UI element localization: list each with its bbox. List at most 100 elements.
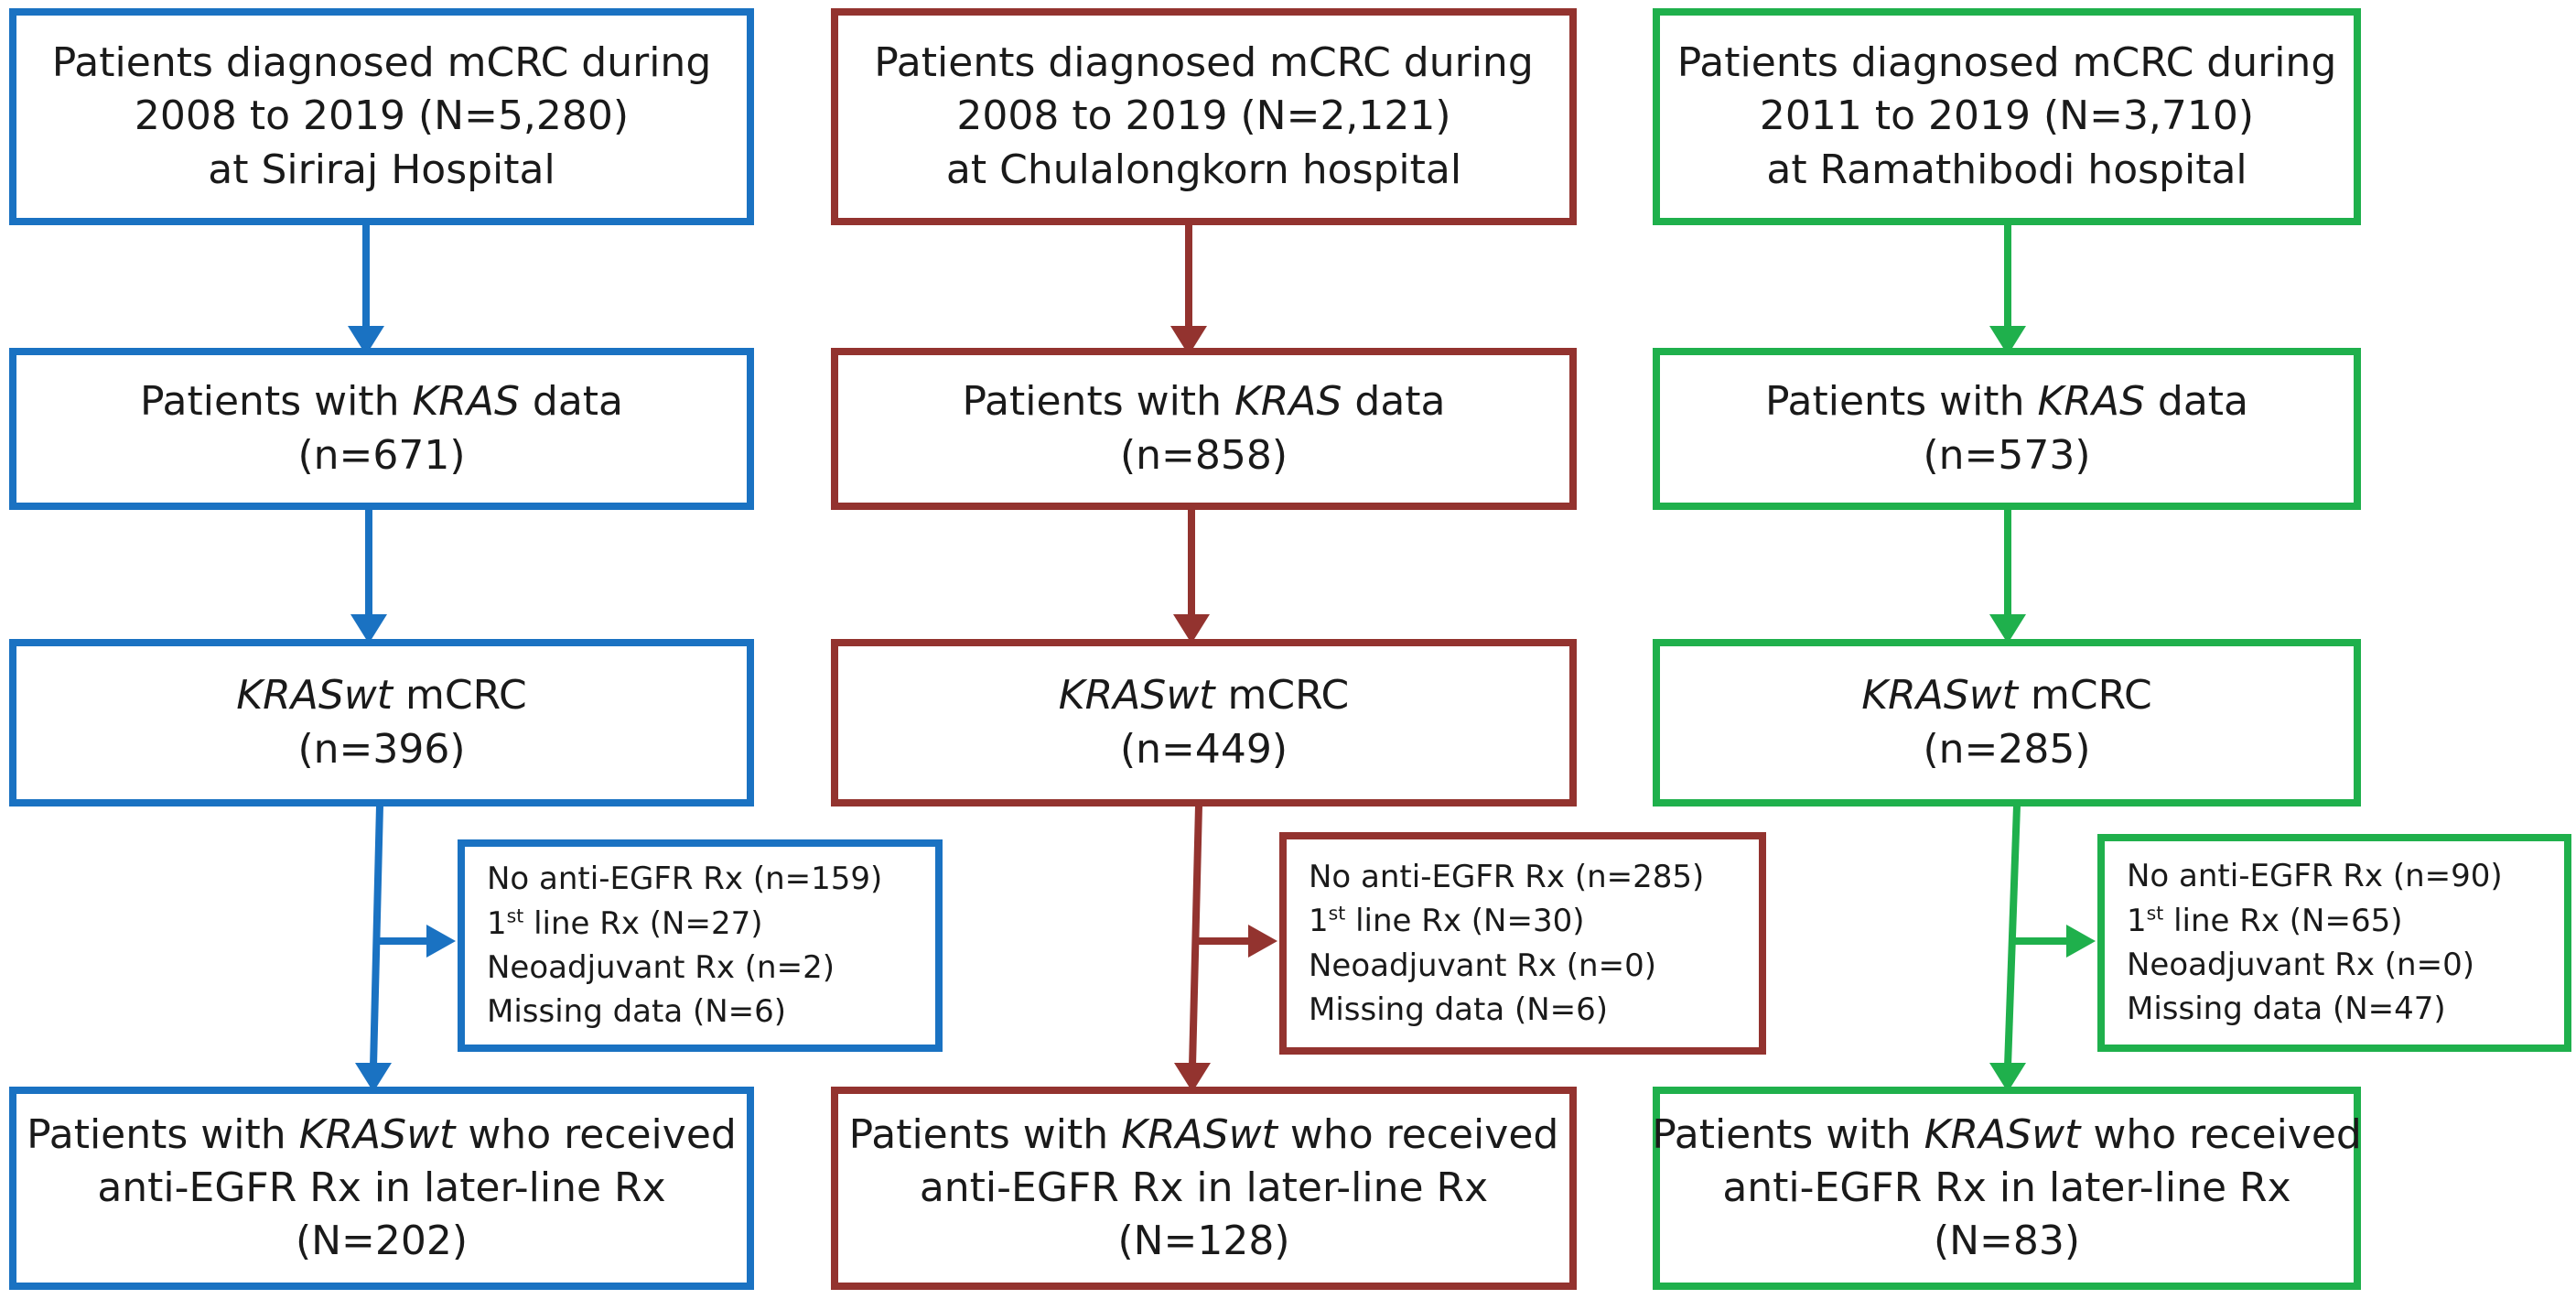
arrowhead	[1248, 925, 1277, 958]
final-suffix: who received	[1277, 1110, 1559, 1158]
final-prefix: Patients with	[1652, 1110, 1924, 1158]
arrowhead	[1170, 326, 1207, 355]
exclusion-item: Missing data (N=47)	[2127, 990, 2446, 1028]
kras-prefix: Patients with	[962, 378, 1234, 426]
rama-excluded-box: No anti-EGFR Rx (n=90) 1st line Rx (N=65…	[2097, 834, 2571, 1052]
ordinal-suffix: st	[1328, 902, 1346, 925]
arrowhead	[350, 614, 387, 644]
gene-name: KRAS	[1234, 378, 1342, 426]
final-suffix: who received	[2080, 1110, 2362, 1158]
kras-prefix: Patients with	[139, 378, 413, 426]
kras-suffix: data	[2144, 378, 2248, 426]
siriraj-excluded-box: No anti-EGFR Rx (n=159) 1st line Rx (N=2…	[458, 839, 943, 1052]
ordinal-suffix: st	[2146, 902, 2164, 925]
wt-suffix: mCRC	[2018, 672, 2152, 720]
arrow-wt-to-final	[2004, 805, 2021, 1067]
exclusion-item: Neoadjuvant Rx (n=0)	[2127, 947, 2474, 983]
arrowhead	[348, 326, 384, 355]
chula-kraswt-box: KRASwt mCRC (n=449)	[831, 639, 1577, 806]
gene-name: KRASwt	[1861, 672, 2018, 720]
line-number: 1	[1309, 903, 1329, 940]
box-line: Patients with KRAS data	[1765, 375, 2248, 428]
box-line: Patients with KRASwt who received	[849, 1109, 1559, 1162]
box-line: Patients with KRAS data	[962, 375, 1445, 428]
exclusion-item: Missing data (N=6)	[1309, 990, 1609, 1028]
chula-excluded-box: No anti-EGFR Rx (n=285) 1st line Rx (N=3…	[1279, 832, 1766, 1055]
exclusion-item: 1st line Rx (N=65)	[2127, 899, 2403, 943]
chula-kras-box: Patients with KRAS data (n=858)	[831, 348, 1577, 510]
line-rest: line Rx (N=27)	[523, 904, 763, 942]
exclusion-item: Neoadjuvant Rx (n=0)	[1309, 947, 1656, 984]
rama-final-box: Patients with KRASwt who received anti-E…	[1652, 1087, 2362, 1290]
exclusion-item: Neoadjuvant Rx (n=2)	[487, 949, 835, 986]
exclusion-item: 1st line Rx (N=27)	[487, 902, 763, 946]
box-line: KRASwt mCRC	[236, 669, 526, 722]
line-rest: line Rx (N=65)	[2163, 902, 2403, 939]
gene-name: KRAS	[2037, 378, 2145, 426]
box-line: Patients with KRASwt who received	[27, 1109, 737, 1162]
arrowhead	[1989, 1063, 2026, 1092]
arrowhead	[1989, 326, 2026, 355]
gene-name: KRASwt	[1058, 672, 1215, 720]
arrow-wt-to-final	[370, 805, 383, 1067]
final-prefix: Patients with	[27, 1110, 299, 1158]
box-line: KRASwt mCRC	[1059, 669, 1349, 722]
siriraj-arrows	[348, 224, 456, 1092]
exclusion-item: No anti-EGFR Rx (n=90)	[2127, 858, 2503, 895]
final-prefix: Patients with	[848, 1110, 1122, 1158]
kras-suffix: data	[1342, 378, 1446, 426]
siriraj-diagnosed-box: Patients diagnosed mCRC during 2008 to 2…	[9, 8, 754, 225]
ordinal-suffix: st	[506, 904, 524, 927]
wt-suffix: mCRC	[1214, 672, 1350, 720]
rama-kras-box: Patients with KRAS data (n=573)	[1653, 348, 2361, 510]
exclusion-item: Missing data (N=6)	[487, 993, 787, 1031]
count-label: (N=83)	[1933, 1218, 2081, 1265]
box-line: Patients with KRAS data	[140, 375, 623, 428]
chula-arrows	[1170, 224, 1277, 1092]
rama-arrows	[1989, 224, 2096, 1092]
box-line: at Chulalongkorn hospital	[945, 146, 1462, 193]
rama-kraswt-box: KRASwt mCRC (n=285)	[1653, 639, 2361, 806]
box-line: Patients diagnosed mCRC during	[1676, 39, 2337, 87]
box-line: KRASwt mCRC	[1861, 669, 2151, 722]
arrowhead	[1989, 614, 2026, 644]
kras-suffix: data	[519, 378, 623, 426]
count-label: (n=573)	[1923, 431, 2091, 479]
gene-name: KRASwt	[1121, 1110, 1277, 1158]
count-label: (N=128)	[1117, 1218, 1290, 1265]
exclusion-item: No anti-EGFR Rx (n=159)	[487, 861, 883, 898]
siriraj-kras-box: Patients with KRAS data (n=671)	[9, 348, 754, 510]
box-line: anti-EGFR Rx in later-line Rx	[919, 1164, 1489, 1211]
wt-suffix: mCRC	[393, 672, 527, 720]
rama-diagnosed-box: Patients diagnosed mCRC during 2011 to 2…	[1653, 8, 2361, 225]
count-label: (n=285)	[1923, 725, 2091, 773]
box-line: anti-EGFR Rx in later-line Rx	[1722, 1164, 2291, 1211]
kras-prefix: Patients with	[1764, 378, 2038, 426]
count-label: (n=858)	[1119, 431, 1288, 479]
count-label: (n=671)	[297, 431, 466, 479]
siriraj-final-box: Patients with KRASwt who received anti-E…	[9, 1087, 754, 1290]
arrowhead	[426, 925, 456, 958]
box-line: at Siriraj Hospital	[208, 146, 555, 193]
box-line: Patients with KRASwt who received	[1652, 1109, 2362, 1162]
count-label: (n=449)	[1119, 725, 1288, 773]
gene-name: KRASwt	[1924, 1110, 2081, 1158]
arrow-wt-to-final	[1189, 805, 1202, 1067]
line-number: 1	[487, 904, 507, 942]
gene-name: KRAS	[412, 378, 520, 426]
count-label: (N=202)	[295, 1218, 469, 1265]
chula-final-box: Patients with KRASwt who received anti-E…	[831, 1087, 1577, 1290]
box-line: 2008 to 2019 (N=5,280)	[134, 92, 630, 140]
box-line: 2008 to 2019 (N=2,121)	[956, 92, 1451, 140]
box-line: anti-EGFR Rx in later-line Rx	[97, 1164, 666, 1211]
arrowhead	[1174, 1063, 1211, 1092]
exclusion-item: 1st line Rx (N=30)	[1309, 899, 1585, 943]
final-suffix: who received	[455, 1110, 737, 1158]
gene-name: KRASwt	[298, 1110, 456, 1158]
box-line: at Ramathibodi hospital	[1766, 146, 2247, 193]
exclusion-item: No anti-EGFR Rx (n=285)	[1309, 858, 1705, 895]
line-number: 1	[2127, 902, 2147, 939]
arrowhead	[2066, 925, 2096, 958]
arrowhead	[1173, 614, 1210, 644]
